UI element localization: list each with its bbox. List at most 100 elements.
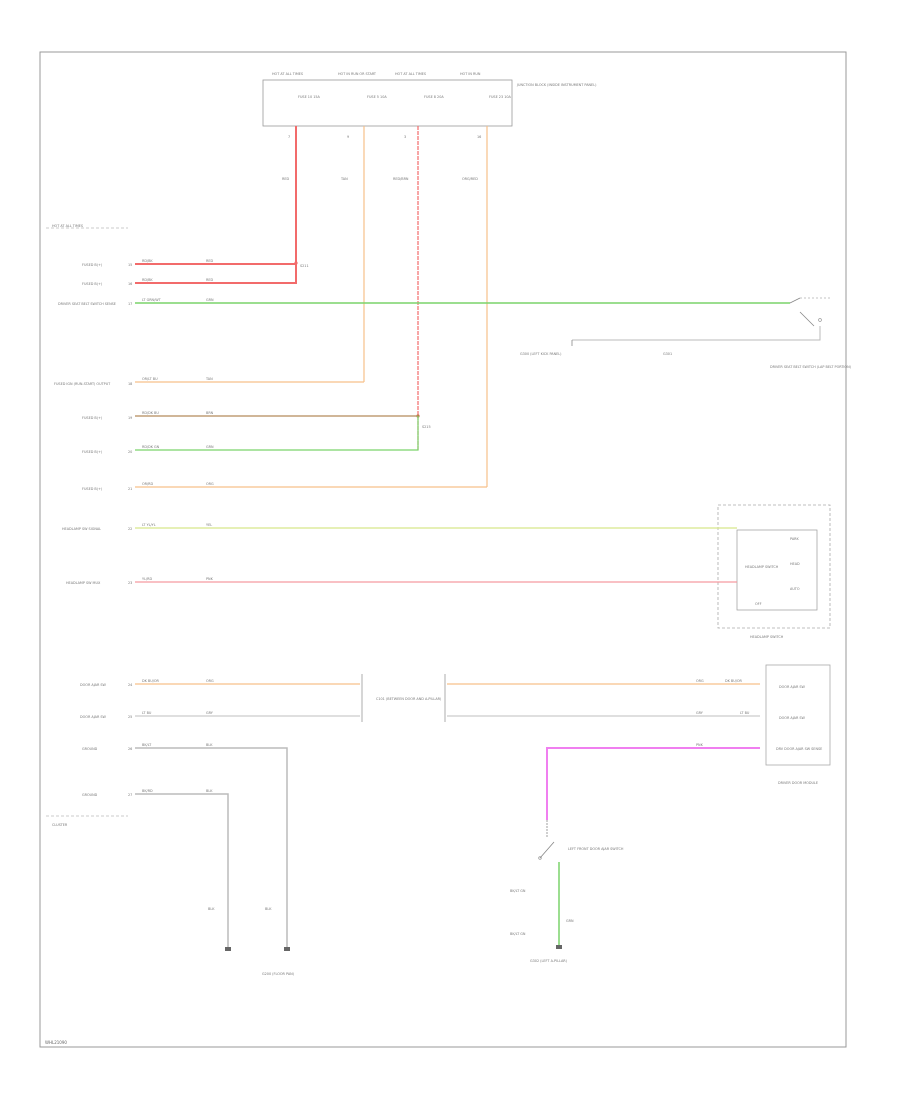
conn-pin: 22	[128, 527, 132, 531]
conn-pin: 18	[128, 382, 132, 386]
fuse-4: FUSE 23 10A	[489, 95, 512, 99]
conn-pin: 27	[128, 793, 132, 797]
conn-color: BK/LT	[142, 743, 152, 747]
fuse-header-1: HOT AT ALL TIMES	[272, 72, 303, 76]
conn-name: DOOR AJAR SW	[80, 715, 107, 719]
conn-name: FUSED IGN (RUN-START) OUTPUT	[54, 382, 111, 386]
conn-pin: 16	[128, 282, 132, 286]
conn-pin: 15	[128, 263, 132, 267]
door-wire-code-1: DK BU/OR	[725, 679, 743, 683]
fuse-box	[262, 79, 513, 127]
bottom-left-grounds: BLK BLK G200 (FLOOR PAN)	[208, 907, 295, 976]
left-door-ajar-switch: LEFT FRONT DOOR AJAR SWITCH BK/LT GN GRN…	[510, 820, 624, 963]
conn-pin: 20	[128, 450, 132, 454]
conn-name: DOOR AJAR SW	[80, 683, 107, 687]
fuse-pin-3: 3	[404, 135, 406, 139]
wire-label-red: RED	[282, 177, 289, 181]
door-module-pin-1: DOOR AJAR SW	[779, 685, 806, 689]
fuse-pin-2: 9	[347, 135, 349, 139]
section-label-top: HOT AT ALL TIMES	[52, 224, 83, 228]
conn-color: OR/RD	[142, 482, 154, 486]
fuse-header-2: HOT IN RUN OR START	[338, 72, 377, 76]
headlamp-off: OFF	[755, 602, 762, 606]
conn-color: RD/BK	[142, 259, 153, 263]
seat-belt-switch-label: DRIVER SEAT BELT SWITCH (LAP BELT PORTIO…	[770, 365, 852, 369]
fuse-header-3: HOT AT ALL TIMES	[395, 72, 426, 76]
seat-belt-switch: DRIVER SEAT BELT SWITCH (LAP BELT PORTIO…	[520, 297, 852, 369]
door-module-pin-3: DRV DOOR AJAR SW SENSE	[776, 747, 822, 751]
headlamp-park: PARK	[790, 537, 800, 541]
conn-color: RD/BK	[142, 278, 153, 282]
conn-code: TAN	[205, 377, 213, 381]
conn-code: PNK	[206, 577, 214, 581]
conn-color: OR/LT BU	[142, 377, 158, 381]
ground-bottom-center-label: G302 (LEFT A-PILLAR)	[530, 959, 568, 963]
conn-name: HEADLAMP SW MUX	[66, 581, 101, 585]
conn-code: BRN	[206, 411, 214, 415]
conn-code: ORG	[206, 679, 214, 683]
wire-magenta-door	[546, 747, 760, 820]
ground-g301-label: G301	[663, 352, 672, 356]
door-module-label: DRIVER DOOR MODULE	[778, 781, 818, 785]
inline-connector-label: C101 (BETWEEN DOOR AND A-PILLAR)	[376, 697, 442, 701]
door-wire-code-2: LT BU	[740, 711, 750, 715]
conn-name: GROUND	[82, 793, 98, 797]
headlamp-internal-title: HEADLAMP SWITCH	[745, 565, 779, 569]
conn-color: RD/DK GN	[142, 445, 160, 449]
ground-wire-label-2: BLK	[265, 907, 272, 911]
door-ajar-switch-label: LEFT FRONT DOOR AJAR SWITCH	[568, 847, 624, 851]
conn-color: LT GRN/WT	[142, 298, 162, 302]
conn-pin: 24	[128, 683, 132, 687]
conn-code: YEL	[206, 523, 212, 527]
conn-code: BLK	[206, 743, 213, 747]
wire-label-red-brown: RED/BRN	[393, 177, 409, 181]
headlamp-switch: HEADLAMP SWITCH PARK HEAD AUTO OFF HEADL…	[715, 504, 831, 639]
door-wire-color-2: GRY	[696, 711, 704, 715]
conn-code: GRN	[206, 298, 214, 302]
conn-name: GROUND	[82, 747, 98, 751]
fuse-pin-1: 7	[288, 135, 290, 139]
diagram-id: WHL21090	[45, 1040, 67, 1045]
fuse-2: FUSE 5 10A	[367, 95, 387, 99]
headlamp-head: HEAD	[790, 562, 800, 566]
driver-door-module: DOOR AJAR SW DOOR AJAR SW DRV DOOR AJAR …	[696, 664, 831, 785]
conn-code: RED	[206, 259, 213, 263]
door-ajar-wire-1: BK/LT GN	[510, 889, 526, 893]
wire-label-org-red: ORG/RED	[462, 177, 478, 181]
conn-color: DK BU/OR	[142, 679, 160, 683]
fuse-1: FUSE 10 15A	[298, 95, 321, 99]
section-label-bottom: CLUSTER	[52, 823, 68, 827]
conn-color: LT BU	[142, 711, 152, 715]
ground-symbol	[225, 947, 231, 951]
conn-name: FUSED B(+)	[82, 263, 103, 267]
conn-pin: 25	[128, 715, 132, 719]
conn-pin: 23	[128, 581, 132, 585]
ground-bottom-left-label: G200 (FLOOR PAN)	[262, 972, 295, 976]
splice-s211: S211	[300, 264, 309, 268]
splice-s215: S215	[422, 425, 431, 429]
conn-code: ORG	[206, 482, 214, 486]
conn-pin: 17	[128, 302, 132, 306]
wire-label-tan: TAN	[340, 177, 348, 181]
wire-ground-26	[135, 747, 288, 950]
headlamp-switch-label: HEADLAMP SWITCH	[750, 635, 784, 639]
door-ajar-wire-2: GRN	[566, 919, 574, 923]
conn-name: DRIVER SEAT BELT SWITCH SENSE	[58, 302, 116, 306]
conn-code: BLK	[206, 789, 213, 793]
wire-ground-27	[135, 793, 229, 950]
conn-pin: 26	[128, 747, 132, 751]
conn-name: FUSED B(+)	[82, 282, 103, 286]
conn-color: LT YL/YL	[142, 523, 156, 527]
door-wire-color-1: ORG	[696, 679, 704, 683]
inline-connector-c101: C101 (BETWEEN DOOR AND A-PILLAR)	[361, 674, 446, 722]
diagram-border	[39, 51, 847, 1048]
left-connectors: FUSED B(+) 15 RD/BK RED FUSED B(+) 16 RD…	[54, 259, 214, 797]
conn-name: FUSED B(+)	[82, 487, 103, 491]
fuse-3: FUSE 8 20A	[424, 95, 444, 99]
conn-color: YL/RD	[142, 577, 152, 581]
wire-green-20	[135, 416, 419, 451]
fuse-box-label: JUNCTION BLOCK (INSIDE INSTRUMENT PANEL)	[516, 83, 597, 87]
wire-red-2	[135, 263, 297, 284]
ground-symbol	[284, 947, 290, 951]
